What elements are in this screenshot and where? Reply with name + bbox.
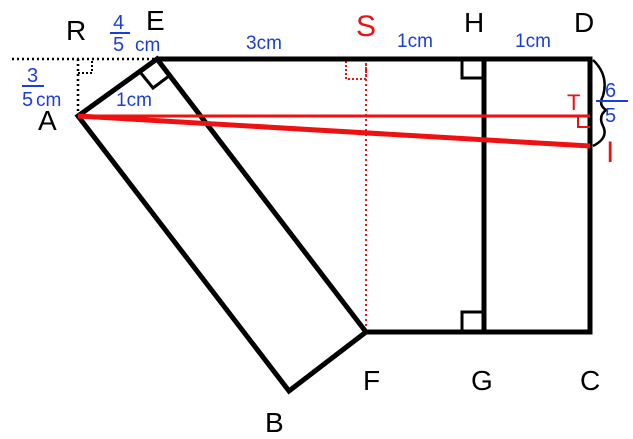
point-label-d: D	[574, 7, 594, 38]
measure-di-den: 5	[605, 105, 616, 127]
point-label-e: E	[146, 5, 165, 36]
point-label-r: R	[66, 15, 86, 46]
point-label-g: G	[471, 365, 493, 396]
measure-re-den: 5	[113, 34, 124, 56]
right-angle-mark-h	[460, 59, 484, 80]
point-label-i: I	[606, 136, 614, 169]
brace-di	[592, 59, 609, 148]
measure-ar-den: 5	[22, 89, 33, 111]
measure-es: 3cm	[246, 33, 282, 54]
measure-ar-unit: cm	[36, 90, 61, 111]
right-angle-mark-t	[577, 116, 590, 128]
measure-hd: 1cm	[515, 31, 551, 52]
right-angle-mark-g	[460, 310, 484, 332]
measure-di-num: 6	[605, 80, 616, 102]
right-angle-mark-s	[345, 58, 367, 80]
point-label-c: C	[580, 365, 600, 396]
right-angle-mark-r	[78, 59, 93, 74]
segment-ed	[157, 56, 593, 335]
measure-sh: 1cm	[397, 31, 433, 52]
measure-re-unit: cm	[135, 35, 160, 56]
point-label-a: A	[38, 105, 57, 136]
right-angle-mark-e	[138, 71, 170, 91]
segment-ai	[77, 113, 591, 149]
point-label-b: B	[265, 407, 284, 438]
point-label-f: F	[363, 365, 380, 396]
point-label-s: S	[356, 10, 376, 43]
measure-ae: 1cm	[116, 90, 152, 111]
point-label-h: H	[464, 7, 484, 38]
measure-ar-num: 3	[27, 65, 38, 87]
point-label-t: T	[567, 90, 580, 115]
measure-re-num: 4	[113, 12, 124, 34]
